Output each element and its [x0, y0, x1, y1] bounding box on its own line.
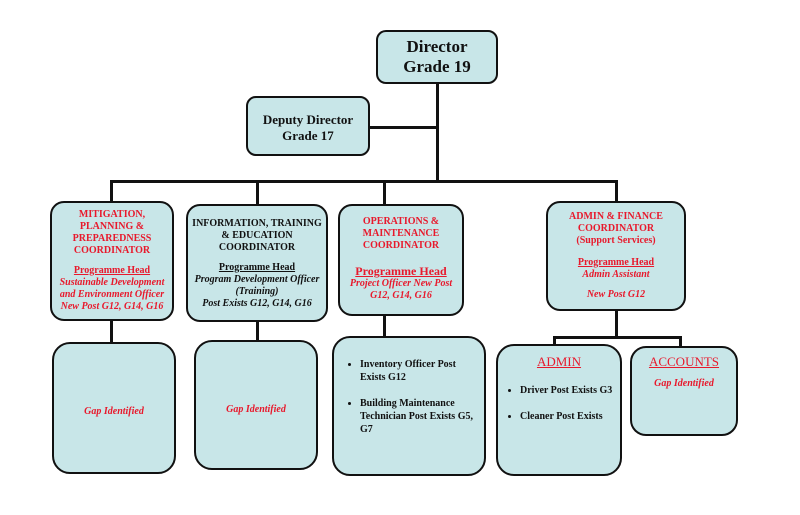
operations-title-1: OPERATIONS & — [362, 216, 440, 227]
connector-admin-down — [615, 310, 618, 338]
information-title-1: INFORMATION, TRAINING — [192, 218, 322, 229]
mitigation-role-2: and Environment Officer — [59, 289, 165, 300]
information-coordinator-box: INFORMATION, TRAINING & EDUCATION COORDI… — [186, 204, 328, 322]
admin-finance-role: Admin Assistant — [582, 269, 650, 280]
mitigation-programme-head: Programme Head — [73, 265, 151, 276]
information-gap-text: Gap Identified — [226, 404, 286, 415]
operations-title-3: COORDINATOR — [362, 240, 440, 251]
mitigation-title-1: MITIGATION, — [78, 209, 146, 220]
information-title-2: & EDUCATION — [221, 230, 293, 241]
operations-coordinator-box: OPERATIONS & MAINTENANCE COORDINATOR Pro… — [338, 204, 464, 316]
list-item: Building Maintenance Technician Post Exi… — [360, 397, 476, 436]
connector-deputy — [368, 126, 438, 129]
director-grade: Grade 19 — [403, 57, 471, 76]
mitigation-coordinator-box: MITIGATION, PLANNING & PREPAREDNESS COOR… — [50, 201, 174, 321]
mitigation-gap-box: Gap Identified — [52, 342, 176, 474]
operations-title-2: MAINTENANCE — [362, 228, 440, 239]
connector-director-down — [436, 82, 439, 182]
connector-operations-drop — [383, 180, 386, 206]
admin-finance-subtitle: (Support Services) — [576, 235, 656, 246]
connector-admin-bus — [553, 336, 681, 339]
admin-finance-title-1: ADMIN & FINANCE — [569, 211, 663, 222]
list-item: Inventory Officer Post Exists G12 — [360, 358, 476, 384]
admin-finance-programme-head: Programme Head — [577, 257, 655, 268]
deputy-grade: Grade 17 — [282, 128, 334, 143]
deputy-director-box: Deputy Director Grade 17 — [246, 96, 370, 156]
mitigation-gap-text: Gap Identified — [84, 406, 144, 417]
connector-information-gap — [256, 320, 259, 342]
admin-finance-coordinator-box: ADMIN & FINANCE COORDINATOR (Support Ser… — [546, 201, 686, 311]
information-gap-box: Gap Identified — [194, 340, 318, 470]
list-item: Cleaner Post Exists — [520, 410, 620, 423]
operations-staff-list: Inventory Officer Post Exists G12 Buildi… — [334, 358, 476, 436]
connector-admin-unit — [553, 336, 556, 346]
connector-mitigation-drop — [110, 180, 113, 202]
operations-role-1: Project Officer New Post — [349, 278, 453, 289]
list-item: Driver Post Exists G3 — [520, 384, 620, 397]
admin-unit-title: ADMIN — [536, 354, 582, 369]
mitigation-title-4: COORDINATOR — [73, 245, 151, 256]
director-title: Director — [406, 37, 468, 56]
admin-finance-post: New Post G12 — [586, 289, 646, 300]
mitigation-title-3: PREPAREDNESS — [72, 233, 152, 244]
director-box: Director Grade 19 — [376, 30, 498, 84]
connector-mitigation-gap — [110, 320, 113, 344]
information-role-1: Program Development Officer — [194, 274, 320, 285]
accounts-unit-title: ACCOUNTS — [648, 354, 720, 369]
information-programme-head: Programme Head — [218, 262, 296, 273]
information-role-3: Post Exists G12, G14, G16 — [202, 298, 312, 309]
admin-unit-box: ADMIN Driver Post Exists G3 Cleaner Post… — [496, 344, 622, 476]
admin-unit-list: Driver Post Exists G3 Cleaner Post Exist… — [498, 384, 620, 423]
operations-role-2: G12, G14, G16 — [370, 290, 432, 301]
mitigation-role-1: Sustainable Development — [59, 277, 165, 288]
connector-accounts-unit — [679, 336, 682, 346]
operations-staff-box: Inventory Officer Post Exists G12 Buildi… — [332, 336, 486, 476]
deputy-title: Deputy Director — [262, 112, 354, 127]
accounts-gap-text: Gap Identified — [654, 378, 714, 389]
connector-main-bus — [110, 180, 618, 183]
mitigation-title-2: PLANNING & — [79, 221, 145, 232]
connector-admin-finance-drop — [615, 180, 618, 202]
connector-operations-staff — [383, 314, 386, 338]
connector-information-drop — [256, 180, 259, 206]
accounts-unit-box: ACCOUNTS Gap Identified — [630, 346, 738, 436]
operations-programme-head: Programme Head — [355, 264, 447, 278]
information-title-3: COORDINATOR — [218, 242, 296, 253]
mitigation-role-3: New Post G12, G14, G16 — [60, 301, 164, 312]
admin-finance-title-2: COORDINATOR — [577, 223, 655, 234]
information-role-2: (Training) — [235, 286, 279, 297]
